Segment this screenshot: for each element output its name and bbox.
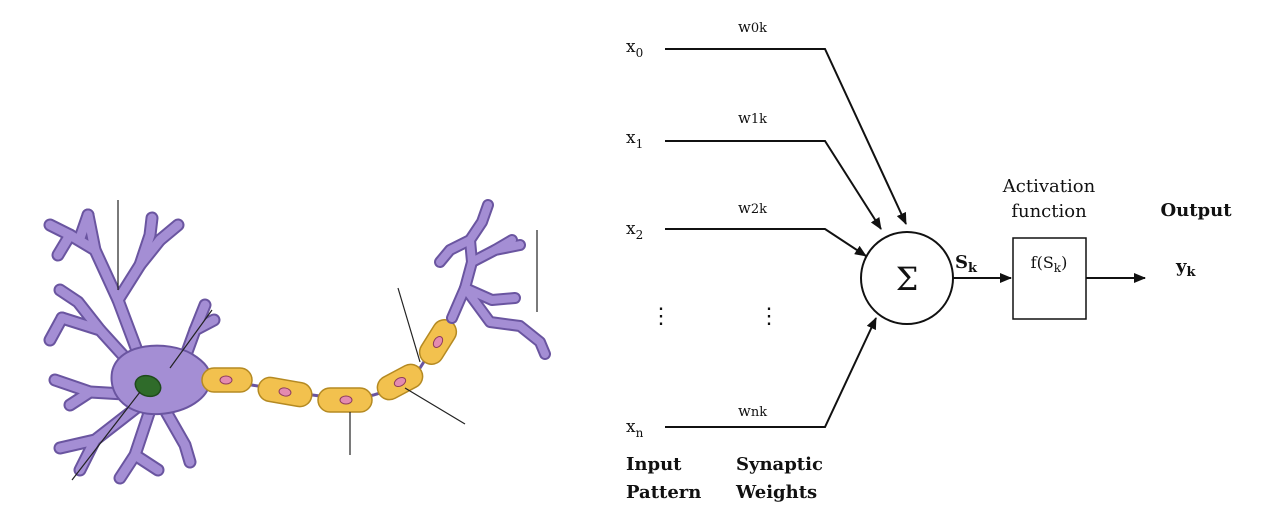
myelin-sheath (317, 387, 373, 413)
axon-terminals (434, 199, 551, 360)
pointer-lines (71, 200, 538, 481)
myelin-sheaths (201, 319, 458, 413)
connection-x1 (665, 140, 882, 230)
input-label-xn: xn (626, 417, 644, 440)
input-label-x0: x0 (626, 37, 643, 60)
input-label-x1: x1 (626, 128, 643, 151)
connection-x0 (665, 48, 907, 225)
activation-label-line1: Activation (1002, 176, 1096, 197)
input-label-x2: x2 (626, 219, 643, 242)
ellipsis-weights: ⋮ (758, 304, 780, 329)
input-pattern-label-line1: Input (626, 454, 682, 475)
weight-label-w2k: w2k (738, 199, 767, 217)
output-label: Output (1160, 200, 1232, 221)
weight-label-wnk: wnk (738, 402, 767, 420)
connection-x2 (665, 228, 867, 257)
dendrites (43, 208, 221, 485)
myelin-sheath (376, 363, 424, 401)
input-pattern-label-line2: Pattern (626, 482, 701, 503)
sigma-symbol: Σ (896, 260, 919, 298)
input-connections (665, 48, 907, 428)
weight-label-w0k: w0k (738, 18, 767, 36)
sum-output-label: Sk (955, 252, 978, 276)
cell-body (110, 344, 212, 416)
synaptic-weights-label-line2: Weights (735, 482, 817, 503)
nucleus (134, 374, 162, 398)
weight-label-w1k: w1k (738, 109, 767, 127)
activation-label-line2: function (1011, 201, 1087, 222)
activation-expression: f(Sk) (1031, 253, 1068, 275)
ellipsis-inputs: ⋮ (650, 304, 672, 329)
activation-function-box (1012, 237, 1087, 320)
myelin-sheath (257, 376, 313, 408)
myelin-sheath (201, 367, 253, 393)
connection-xn (665, 317, 877, 428)
perceptron-diagram: x0 x1 x2 xn w0k w1k w2k wnk ⋮ ⋮ (626, 18, 1232, 503)
biological-neuron-illustration (43, 199, 551, 485)
synaptic-weights-label-line1: Synaptic (736, 454, 823, 475)
output-variable: yk (1175, 256, 1196, 280)
